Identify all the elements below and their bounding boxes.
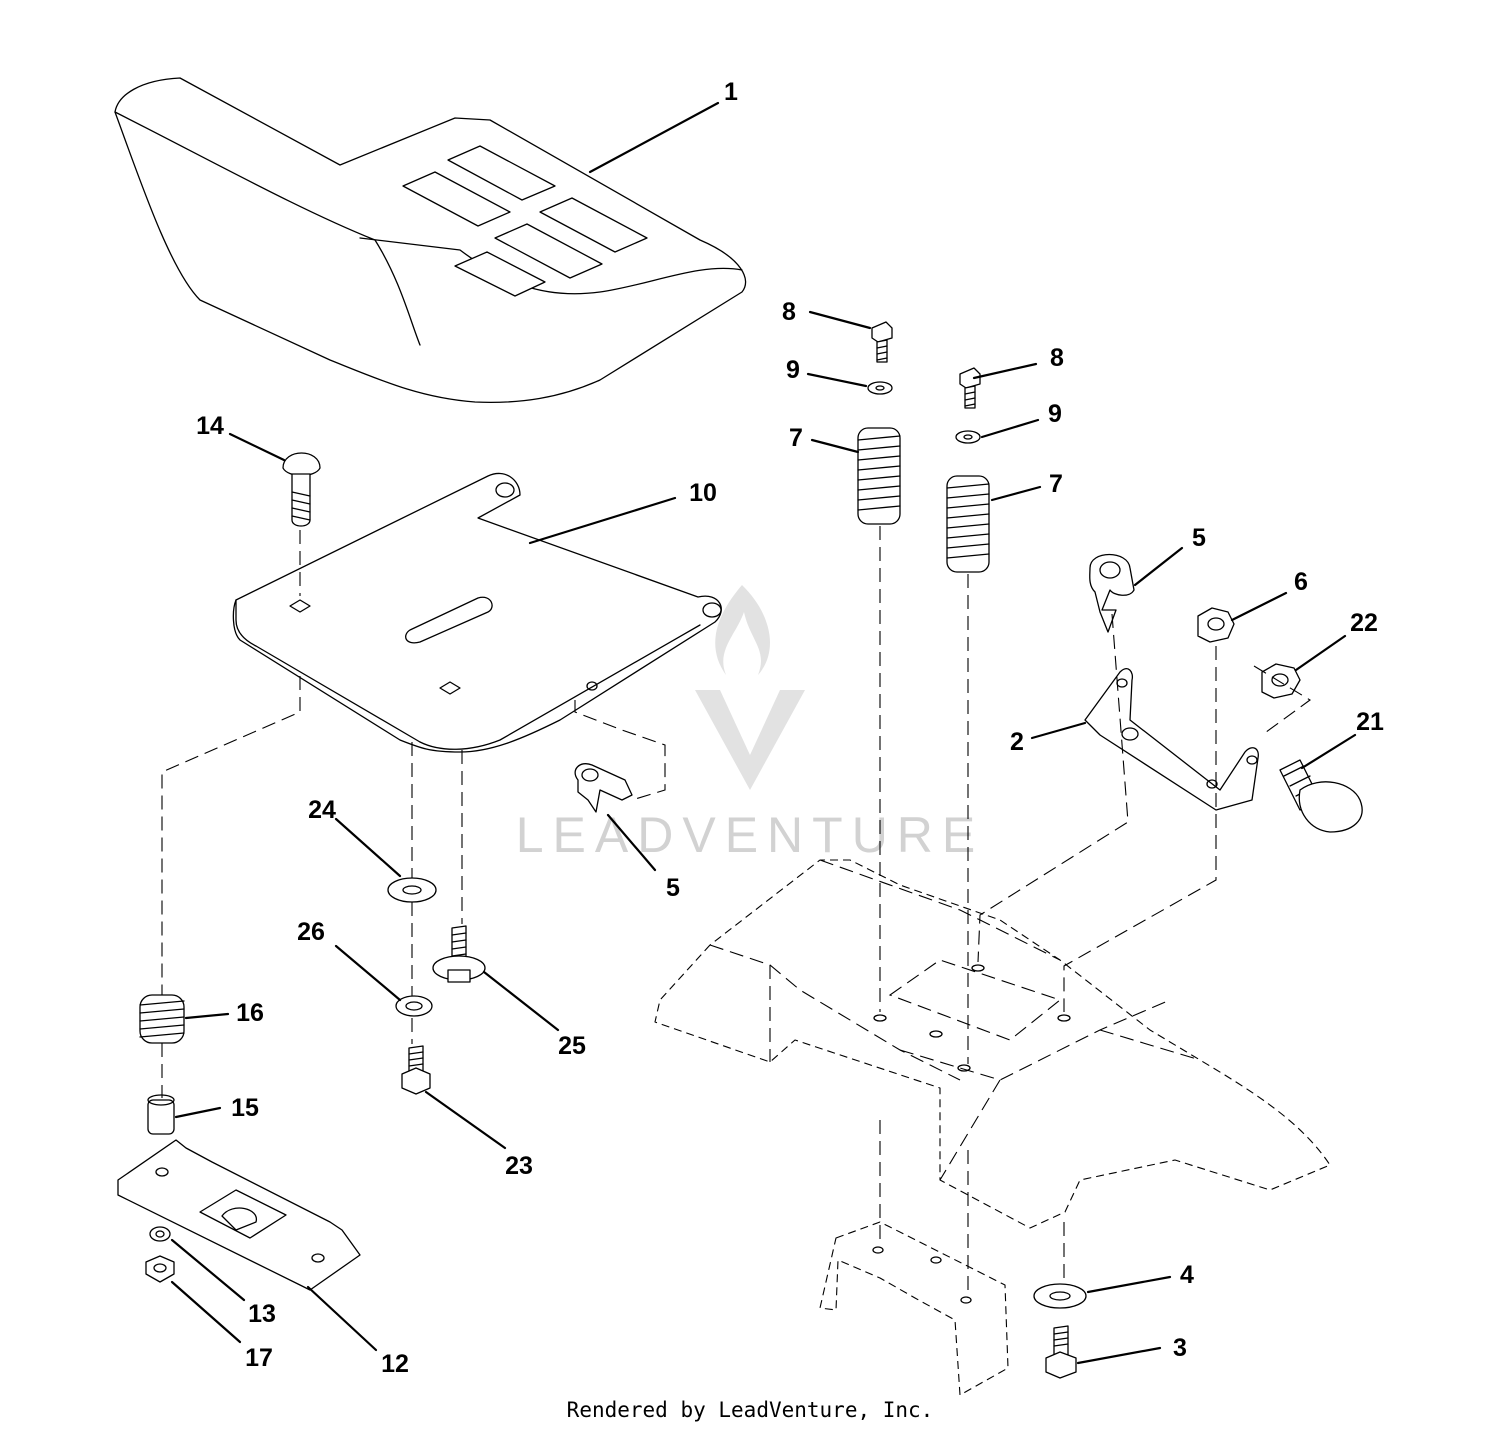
flange-bolt [401, 1045, 431, 1095]
hex-bolt-left [871, 321, 893, 363]
callout-8-right: 8 [1050, 344, 1064, 372]
washer-left [867, 381, 893, 395]
callout-25: 25 [558, 1032, 586, 1060]
callout-9-right: 9 [1048, 400, 1062, 428]
adjustment-knob [1279, 759, 1363, 833]
callout-16: 16 [236, 999, 264, 1027]
callout-2: 2 [1010, 728, 1024, 756]
hex-bolt-bottom [1045, 1325, 1077, 1379]
flange-nut [145, 1255, 175, 1283]
hex-nut [1261, 663, 1301, 699]
leader-lines [170, 101, 1357, 1365]
callout-14: 14 [196, 412, 224, 440]
rendered-by-credit: Rendered by LeadVenture, Inc. [566, 1398, 934, 1422]
seat-bracket [1084, 668, 1259, 811]
lock-nut [1197, 607, 1235, 643]
callout-1: 1 [724, 78, 738, 106]
small-nut [149, 1226, 171, 1242]
fender-washer [1033, 1283, 1087, 1309]
seat-pan [232, 472, 722, 753]
carriage-bolt [282, 452, 321, 527]
callout-15: 15 [231, 1094, 259, 1122]
callout-8-left: 8 [782, 298, 796, 326]
callout-24: 24 [308, 796, 336, 824]
fender-chassis [654, 859, 1331, 1396]
callout-23: 23 [505, 1152, 533, 1180]
callout-5-upper: 5 [1192, 524, 1206, 552]
shoulder-bolt [432, 925, 486, 983]
clip-lower [574, 763, 633, 813]
callout-22: 22 [1350, 609, 1378, 637]
watermark-logo: LEADVENTURE [516, 585, 985, 863]
callout-5-lower: 5 [666, 874, 680, 902]
callout-21: 21 [1356, 708, 1384, 736]
callout-labels: 1 14 10 8 8 9 9 7 7 5 6 22 2 21 5 24 26 … [196, 78, 1384, 1378]
callout-13: 13 [248, 1300, 276, 1328]
callout-9-left: 9 [786, 356, 800, 384]
spacer [147, 1094, 175, 1135]
watermark-text: LEADVENTURE [516, 807, 985, 863]
callout-17: 17 [245, 1344, 273, 1372]
callout-10: 10 [689, 479, 717, 507]
callout-3: 3 [1173, 1334, 1187, 1362]
assembly-lines [161, 526, 1311, 1298]
washer-right [955, 430, 981, 444]
callout-7-left: 7 [789, 424, 803, 452]
seat-slide-plate [117, 1139, 361, 1291]
callout-26: 26 [297, 918, 325, 946]
spring-left [857, 427, 901, 525]
callout-6: 6 [1294, 568, 1308, 596]
clip-upper [1089, 554, 1135, 633]
hex-bolt-right [959, 367, 981, 409]
seat [114, 77, 747, 403]
small-spring [139, 994, 185, 1044]
spring-right [946, 475, 990, 573]
flat-washer [387, 877, 437, 903]
lock-washer [395, 995, 433, 1017]
callout-7-right: 7 [1049, 470, 1063, 498]
callout-4: 4 [1180, 1261, 1194, 1289]
callout-12: 12 [381, 1350, 409, 1378]
